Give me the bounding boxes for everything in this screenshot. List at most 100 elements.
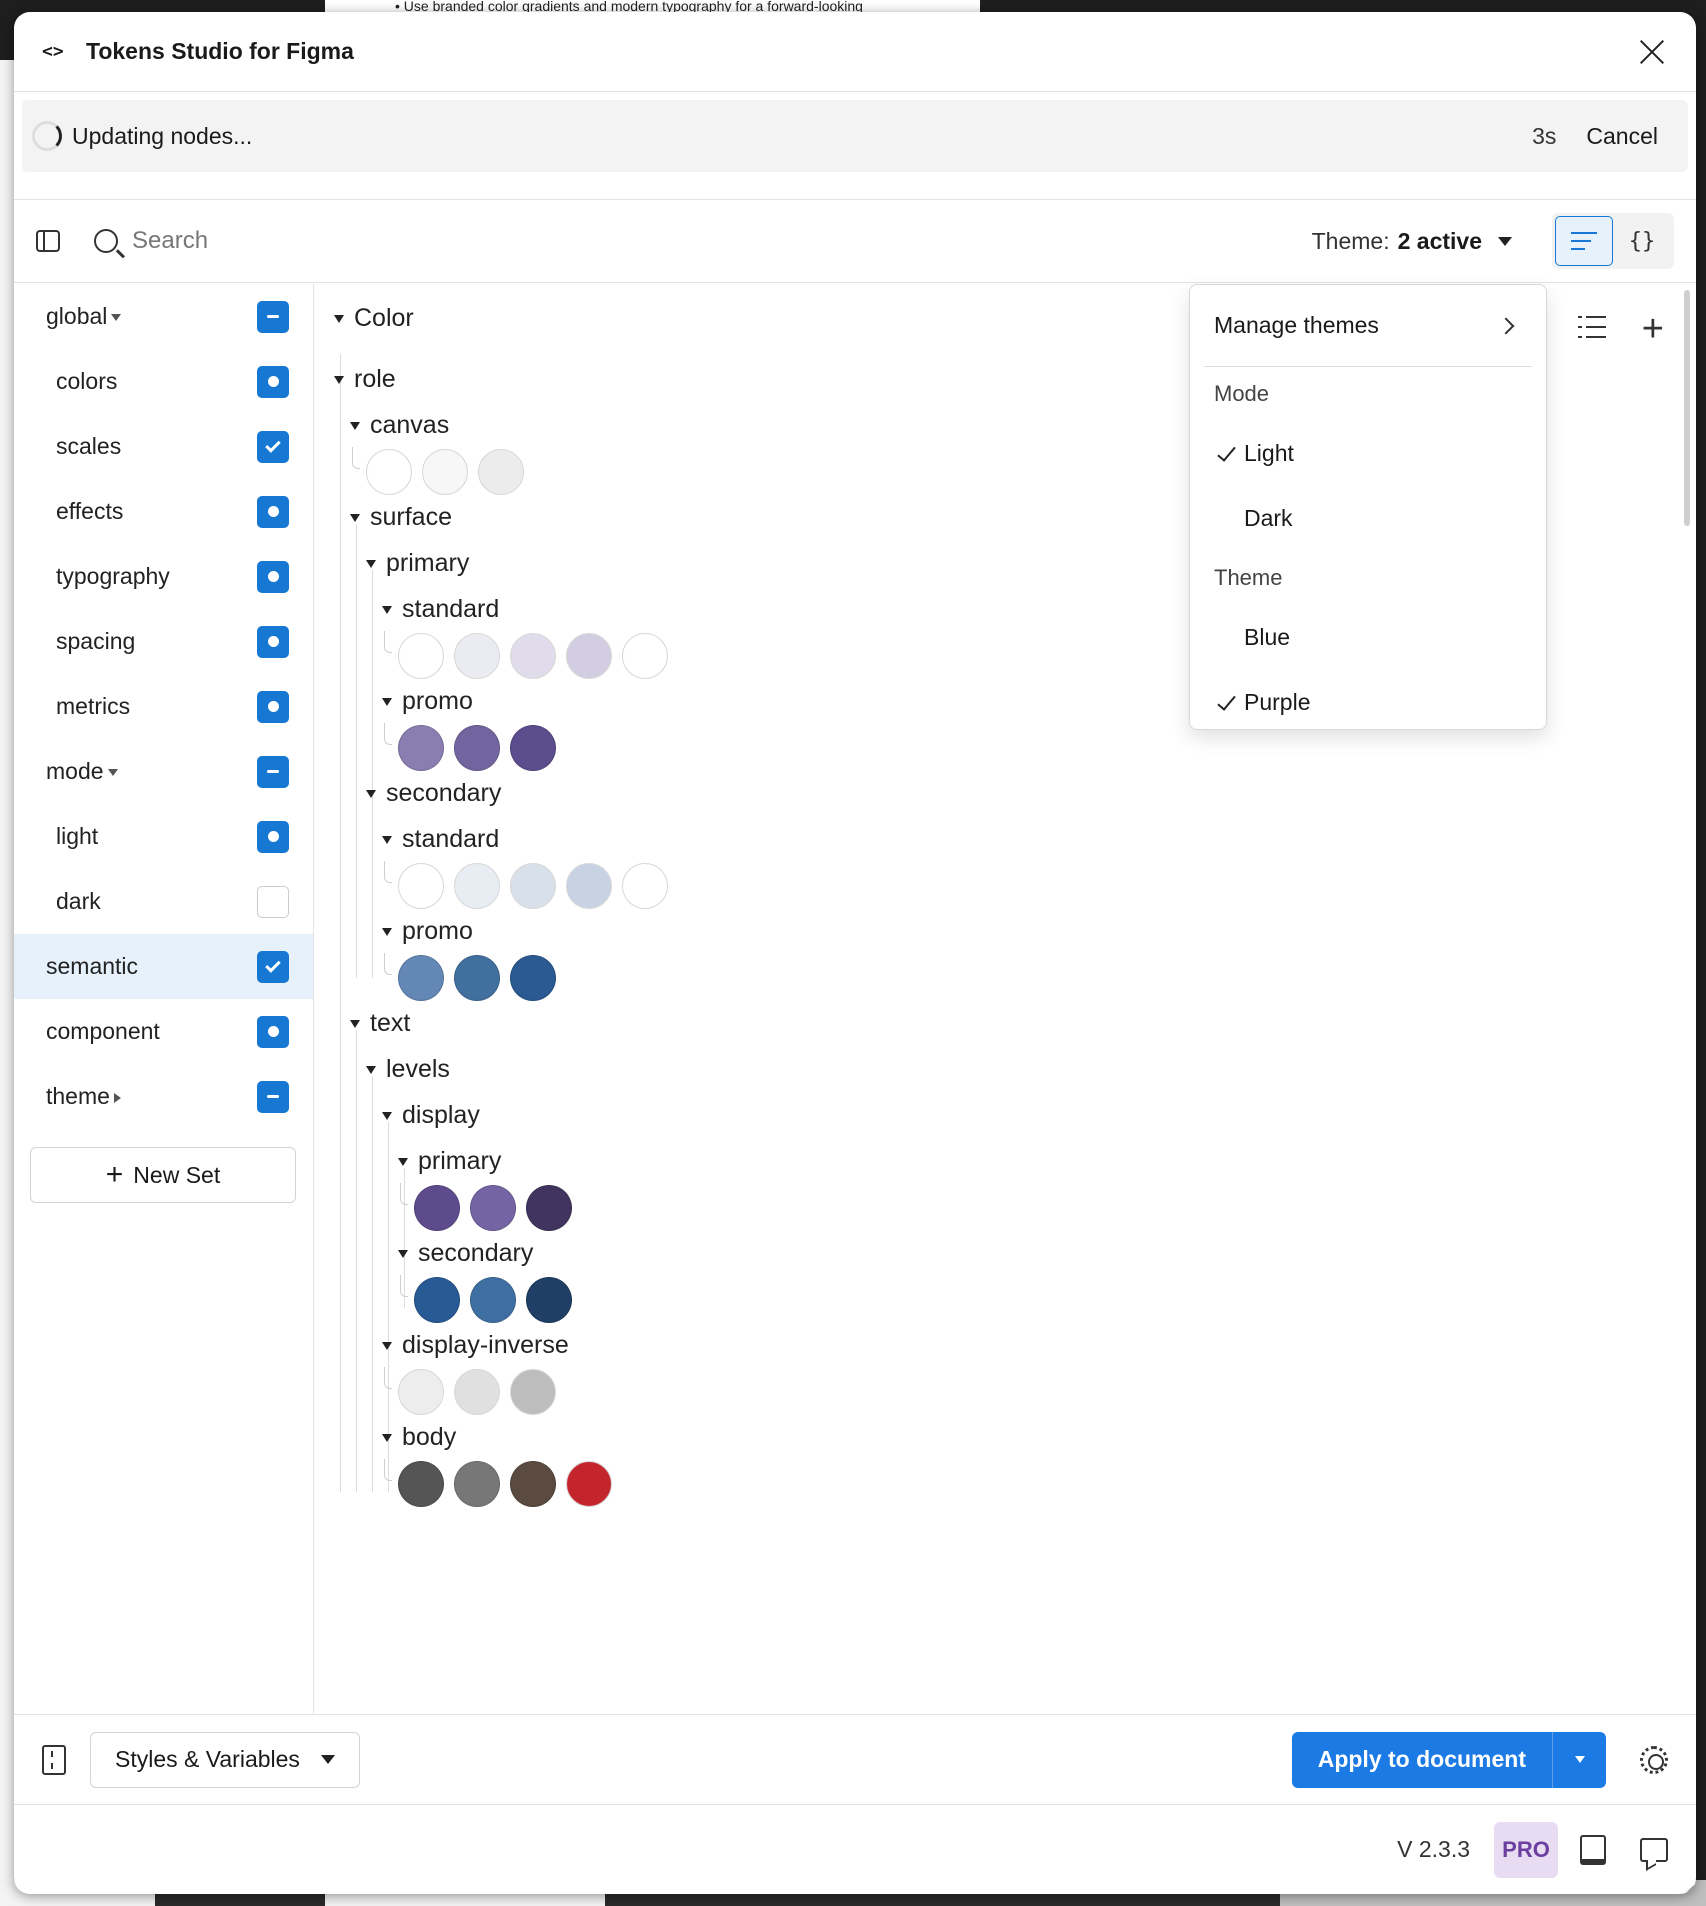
set-status-checkbox[interactable] bbox=[257, 430, 289, 463]
set-status-checkbox[interactable] bbox=[257, 885, 289, 918]
token-group-standard[interactable]: standard bbox=[382, 825, 499, 854]
color-token-swatch[interactable] bbox=[366, 449, 412, 495]
token-group-canvas[interactable]: canvas bbox=[350, 411, 449, 440]
color-token-swatch[interactable] bbox=[398, 1369, 444, 1415]
set-item-colors[interactable]: colors bbox=[14, 349, 313, 414]
color-token-swatch[interactable] bbox=[510, 633, 556, 679]
token-group-promo[interactable]: promo bbox=[382, 917, 473, 946]
theme-option-light[interactable]: Light bbox=[1204, 421, 1532, 486]
token-group-levels[interactable]: levels bbox=[366, 1055, 450, 1084]
color-token-swatch[interactable] bbox=[510, 863, 556, 909]
color-token-swatch[interactable] bbox=[566, 863, 612, 909]
color-token-swatch[interactable] bbox=[526, 1277, 572, 1323]
token-group-surface[interactable]: surface bbox=[350, 503, 452, 532]
color-token-swatch[interactable] bbox=[510, 955, 556, 1001]
set-status-checkbox[interactable] bbox=[257, 365, 289, 398]
color-token-swatch[interactable] bbox=[454, 863, 500, 909]
token-group-standard[interactable]: standard bbox=[382, 595, 499, 624]
token-group-display-inverse[interactable]: display-inverse bbox=[382, 1331, 569, 1360]
token-group-display[interactable]: display bbox=[382, 1101, 480, 1130]
color-token-swatch[interactable] bbox=[454, 725, 500, 771]
resize-handle[interactable] bbox=[1672, 1870, 1695, 1894]
set-item-spacing[interactable]: spacing bbox=[14, 609, 313, 674]
new-set-button[interactable]: + New Set bbox=[30, 1147, 296, 1203]
feedback-icon[interactable] bbox=[1640, 1837, 1668, 1862]
theme-option-purple[interactable]: Purple bbox=[1204, 670, 1532, 735]
theme-option-dark[interactable]: Dark bbox=[1204, 486, 1532, 551]
document-icon[interactable] bbox=[42, 1744, 66, 1775]
token-group-secondary[interactable]: secondary bbox=[366, 779, 501, 808]
caret-down-icon[interactable] bbox=[107, 769, 118, 776]
color-token-swatch[interactable] bbox=[454, 955, 500, 1001]
color-token-swatch[interactable] bbox=[398, 633, 444, 679]
set-item-scales[interactable]: scales bbox=[14, 414, 313, 479]
color-token-swatch[interactable] bbox=[566, 633, 612, 679]
color-token-swatch[interactable] bbox=[510, 1369, 556, 1415]
json-view-button[interactable]: {} bbox=[1613, 216, 1671, 266]
caret-down-icon[interactable] bbox=[111, 314, 122, 321]
token-group-primary[interactable]: primary bbox=[398, 1147, 501, 1176]
color-token-swatch[interactable] bbox=[414, 1277, 460, 1323]
add-token-button[interactable]: + bbox=[1641, 308, 1664, 350]
search-input[interactable] bbox=[132, 227, 432, 255]
color-token-swatch[interactable] bbox=[478, 449, 524, 495]
color-token-swatch[interactable] bbox=[414, 1185, 460, 1231]
color-token-swatch[interactable] bbox=[454, 1369, 500, 1415]
toggle-sidebar-icon[interactable] bbox=[36, 230, 60, 252]
set-item-theme[interactable]: theme bbox=[14, 1064, 313, 1129]
set-item-light[interactable]: light bbox=[14, 804, 313, 869]
token-group-role[interactable]: role bbox=[334, 365, 396, 394]
list-icon[interactable] bbox=[1578, 314, 1606, 342]
color-token-swatch[interactable] bbox=[510, 725, 556, 771]
set-status-checkbox[interactable] bbox=[257, 495, 289, 528]
apply-to-document-button[interactable]: Apply to document bbox=[1291, 1731, 1552, 1788]
color-token-swatch[interactable] bbox=[622, 633, 668, 679]
docs-icon[interactable] bbox=[1580, 1834, 1606, 1865]
set-item-dark[interactable]: dark bbox=[14, 869, 313, 934]
token-group-text[interactable]: text bbox=[350, 1009, 410, 1038]
manage-themes-item[interactable]: Manage themes bbox=[1204, 285, 1532, 367]
color-token-swatch[interactable] bbox=[422, 449, 468, 495]
token-group-body[interactable]: body bbox=[382, 1423, 456, 1452]
color-token-swatch[interactable] bbox=[566, 1461, 612, 1507]
set-item-global[interactable]: global bbox=[14, 284, 313, 349]
color-token-swatch[interactable] bbox=[454, 1461, 500, 1507]
color-token-swatch[interactable] bbox=[470, 1185, 516, 1231]
gear-icon[interactable] bbox=[1640, 1745, 1668, 1774]
set-status-checkbox[interactable] bbox=[257, 820, 289, 853]
color-token-swatch[interactable] bbox=[398, 725, 444, 771]
set-status-checkbox[interactable] bbox=[257, 300, 289, 333]
scrollbar[interactable] bbox=[1684, 290, 1690, 526]
set-status-checkbox[interactable] bbox=[257, 1080, 289, 1113]
color-token-swatch[interactable] bbox=[622, 863, 668, 909]
apply-options-button[interactable] bbox=[1552, 1731, 1606, 1788]
set-item-component[interactable]: component bbox=[14, 999, 313, 1064]
set-status-checkbox[interactable] bbox=[257, 560, 289, 593]
set-status-checkbox[interactable] bbox=[257, 755, 289, 788]
set-item-mode[interactable]: mode bbox=[14, 739, 313, 804]
set-status-checkbox[interactable] bbox=[257, 1015, 289, 1048]
color-token-swatch[interactable] bbox=[398, 863, 444, 909]
color-token-swatch[interactable] bbox=[526, 1185, 572, 1231]
token-group-color[interactable]: Color bbox=[334, 304, 414, 333]
set-item-effects[interactable]: effects bbox=[14, 479, 313, 544]
list-view-button[interactable] bbox=[1555, 216, 1613, 266]
color-token-swatch[interactable] bbox=[510, 1461, 556, 1507]
set-item-typography[interactable]: typography bbox=[14, 544, 313, 609]
theme-option-blue[interactable]: Blue bbox=[1204, 605, 1532, 670]
color-token-swatch[interactable] bbox=[454, 633, 500, 679]
token-group-primary[interactable]: primary bbox=[366, 549, 469, 578]
styles-variables-select[interactable]: Styles & Variables bbox=[90, 1731, 360, 1788]
set-status-checkbox[interactable] bbox=[257, 625, 289, 658]
color-token-swatch[interactable] bbox=[398, 955, 444, 1001]
caret-right-icon[interactable] bbox=[113, 1092, 121, 1103]
set-status-checkbox[interactable] bbox=[257, 690, 289, 723]
close-button[interactable] bbox=[1636, 36, 1668, 68]
token-group-secondary[interactable]: secondary bbox=[398, 1239, 533, 1268]
color-token-swatch[interactable] bbox=[398, 1461, 444, 1507]
set-item-semantic[interactable]: semantic bbox=[14, 934, 313, 999]
set-item-metrics[interactable]: metrics bbox=[14, 674, 313, 739]
set-status-checkbox[interactable] bbox=[257, 950, 289, 983]
token-group-promo[interactable]: promo bbox=[382, 687, 473, 716]
cancel-button[interactable]: Cancel bbox=[1586, 122, 1658, 149]
